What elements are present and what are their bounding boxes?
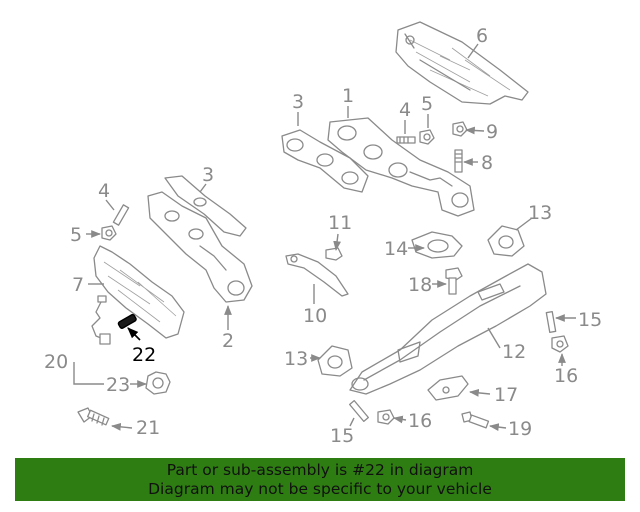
gasket-13-lower	[317, 345, 353, 377]
callout-15-lower: 15	[330, 425, 354, 447]
callout-19: 19	[508, 418, 532, 440]
callout-23: 23	[106, 374, 130, 396]
callout-11: 11	[328, 212, 352, 234]
bolt-21	[77, 407, 110, 426]
bolt-19	[461, 411, 490, 429]
oxygen-sensor	[145, 371, 171, 395]
callout-9: 9	[486, 121, 498, 143]
highlighted-part-22	[117, 313, 137, 329]
leader-lines	[73, 43, 576, 431]
exhaust-manifold-right	[327, 117, 475, 217]
nut-16-lower	[377, 409, 395, 425]
nut-16-right	[551, 335, 569, 353]
callout-21: 21	[136, 417, 160, 439]
callout-20: 20	[44, 351, 68, 373]
gasket-right	[281, 129, 369, 193]
callout-16-right: 16	[554, 365, 578, 387]
stud-and-nut-left	[101, 204, 130, 241]
exhaust-pipe-12	[349, 263, 547, 395]
callout-1: 1	[342, 85, 354, 107]
callout-18: 18	[408, 274, 432, 296]
callout-13-upper: 13	[528, 202, 552, 224]
callout-10: 10	[303, 305, 327, 327]
info-banner: Part or sub-assembly is #22 in diagram D…	[15, 458, 625, 501]
callout-14: 14	[384, 238, 408, 260]
gasket-left	[164, 175, 247, 237]
callout-13-lower: 13	[284, 348, 308, 370]
heat-shield-upper	[395, 21, 529, 105]
callout-6: 6	[476, 25, 488, 47]
bolt-18	[445, 267, 463, 295]
banner-line-2: Diagram may not be specific to your vehi…	[148, 480, 492, 498]
stud-15-lower	[348, 399, 370, 423]
callout-8: 8	[481, 152, 493, 174]
bracket-17	[427, 375, 469, 401]
callout-3-left: 3	[202, 164, 214, 186]
callout-4-upper: 4	[399, 99, 411, 121]
callout-3-right: 3	[292, 91, 304, 113]
exhaust-manifold-left	[147, 191, 253, 303]
callout-labels: 6 1 3 4 5 9 8 3 4 5 7 2 11 10 14 13 18 1…	[44, 25, 602, 447]
callout-16-lower: 16	[408, 410, 432, 432]
callout-5-left: 5	[70, 224, 82, 246]
callout-12: 12	[502, 341, 526, 363]
callout-2: 2	[222, 330, 234, 352]
callout-17: 17	[494, 384, 518, 406]
callout-5-upper: 5	[421, 93, 433, 115]
callout-4-left: 4	[98, 180, 110, 202]
heat-shield-lower	[93, 245, 185, 339]
callout-15-right: 15	[578, 309, 602, 331]
callout-7: 7	[72, 274, 84, 296]
stud-15-right	[545, 310, 557, 334]
callout-22-highlighted: 22	[132, 344, 156, 366]
gasket-13-upper	[487, 225, 525, 257]
banner-line-1: Part or sub-assembly is #22 in diagram	[166, 461, 474, 479]
gasket-14	[411, 231, 463, 259]
bracket-10	[285, 247, 349, 297]
stud-and-nut-upper	[396, 121, 468, 173]
oxygen-sensor-harness	[91, 295, 111, 345]
